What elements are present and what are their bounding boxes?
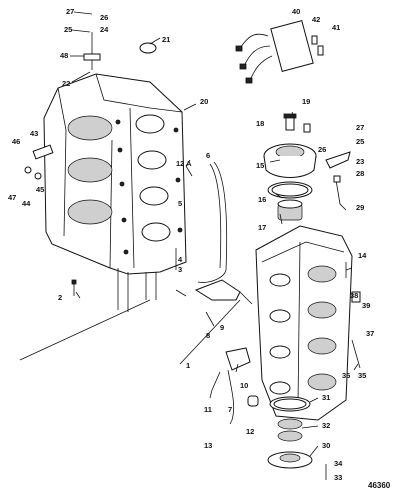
callout-9: 9 — [220, 323, 224, 332]
callout-36: 36 — [342, 371, 350, 380]
callout-24: 24 — [100, 25, 109, 34]
callout-31: 31 — [322, 393, 330, 402]
callout-22: 22 — [62, 79, 70, 88]
callout-23: 23 — [356, 157, 364, 166]
callout-15: 15 — [256, 161, 264, 170]
callout-37: 37 — [366, 329, 374, 338]
callout-2: 2 — [58, 293, 62, 302]
callout-10: 10 — [240, 381, 248, 390]
cylinder-block-left — [43, 73, 187, 312]
callout-43: 43 — [30, 129, 38, 138]
callout-3: 3 — [178, 265, 182, 274]
callout-25-right: 25 — [356, 137, 364, 146]
callout-35: 35 — [358, 371, 366, 380]
callout-1: 1 — [186, 361, 190, 370]
callout-40: 40 — [292, 7, 300, 16]
callout-29: 29 — [356, 203, 364, 212]
fasteners — [24, 32, 361, 421]
callout-44: 44 — [22, 199, 31, 208]
callout-12: 12 — [246, 427, 254, 436]
callout-46: 46 — [12, 137, 20, 146]
callout-30: 30 — [322, 441, 330, 450]
callout-39: 39 — [362, 301, 370, 310]
callout-4: 4 — [178, 255, 183, 264]
leader-lines — [19, 11, 359, 457]
callout-26-right: 26 — [318, 145, 326, 154]
callout-14: 14 — [358, 251, 367, 260]
callout-25-top-left: 25 — [64, 25, 72, 34]
top-bearing-housing — [263, 113, 317, 221]
callout-27-top-left: 27 — [66, 7, 74, 16]
callout-11: 11 — [204, 405, 212, 414]
callout-33: 33 — [334, 473, 342, 482]
callout-12a: 12 A — [176, 159, 192, 168]
callout-13: 13 — [204, 441, 212, 450]
callout-38: 38 — [350, 291, 358, 300]
callout-16: 16 — [258, 195, 266, 204]
callout-42: 42 — [312, 15, 320, 24]
callout-18: 18 — [256, 119, 264, 128]
callout-27-right: 27 — [356, 123, 364, 132]
callout-34: 34 — [334, 459, 343, 468]
callout-48: 48 — [60, 51, 68, 60]
callout-26-top-left: 26 — [100, 13, 108, 22]
hose-and-linkage — [194, 161, 253, 305]
callout-labels: 27 26 25 24 48 22 21 40 42 41 20 19 18 2… — [8, 7, 374, 482]
callout-47: 47 — [8, 193, 16, 202]
callout-6: 6 — [206, 151, 210, 160]
callout-21: 21 — [162, 35, 170, 44]
callout-19: 19 — [302, 97, 310, 106]
callout-20: 20 — [200, 97, 208, 106]
callout-17: 17 — [258, 223, 266, 232]
figure-number: 46360 — [368, 481, 391, 490]
callout-7: 7 — [228, 405, 232, 414]
lower-bearing-housing — [267, 396, 327, 480]
callout-32: 32 — [322, 421, 330, 430]
switch-box-assembly — [235, 19, 324, 84]
link-arm-parts — [225, 151, 351, 371]
crankcase-cover-right — [255, 225, 353, 421]
callout-28: 28 — [356, 169, 364, 178]
callout-8: 8 — [206, 331, 210, 340]
callout-45: 45 — [36, 185, 44, 194]
callout-5: 5 — [178, 199, 182, 208]
callout-41: 41 — [332, 23, 340, 32]
